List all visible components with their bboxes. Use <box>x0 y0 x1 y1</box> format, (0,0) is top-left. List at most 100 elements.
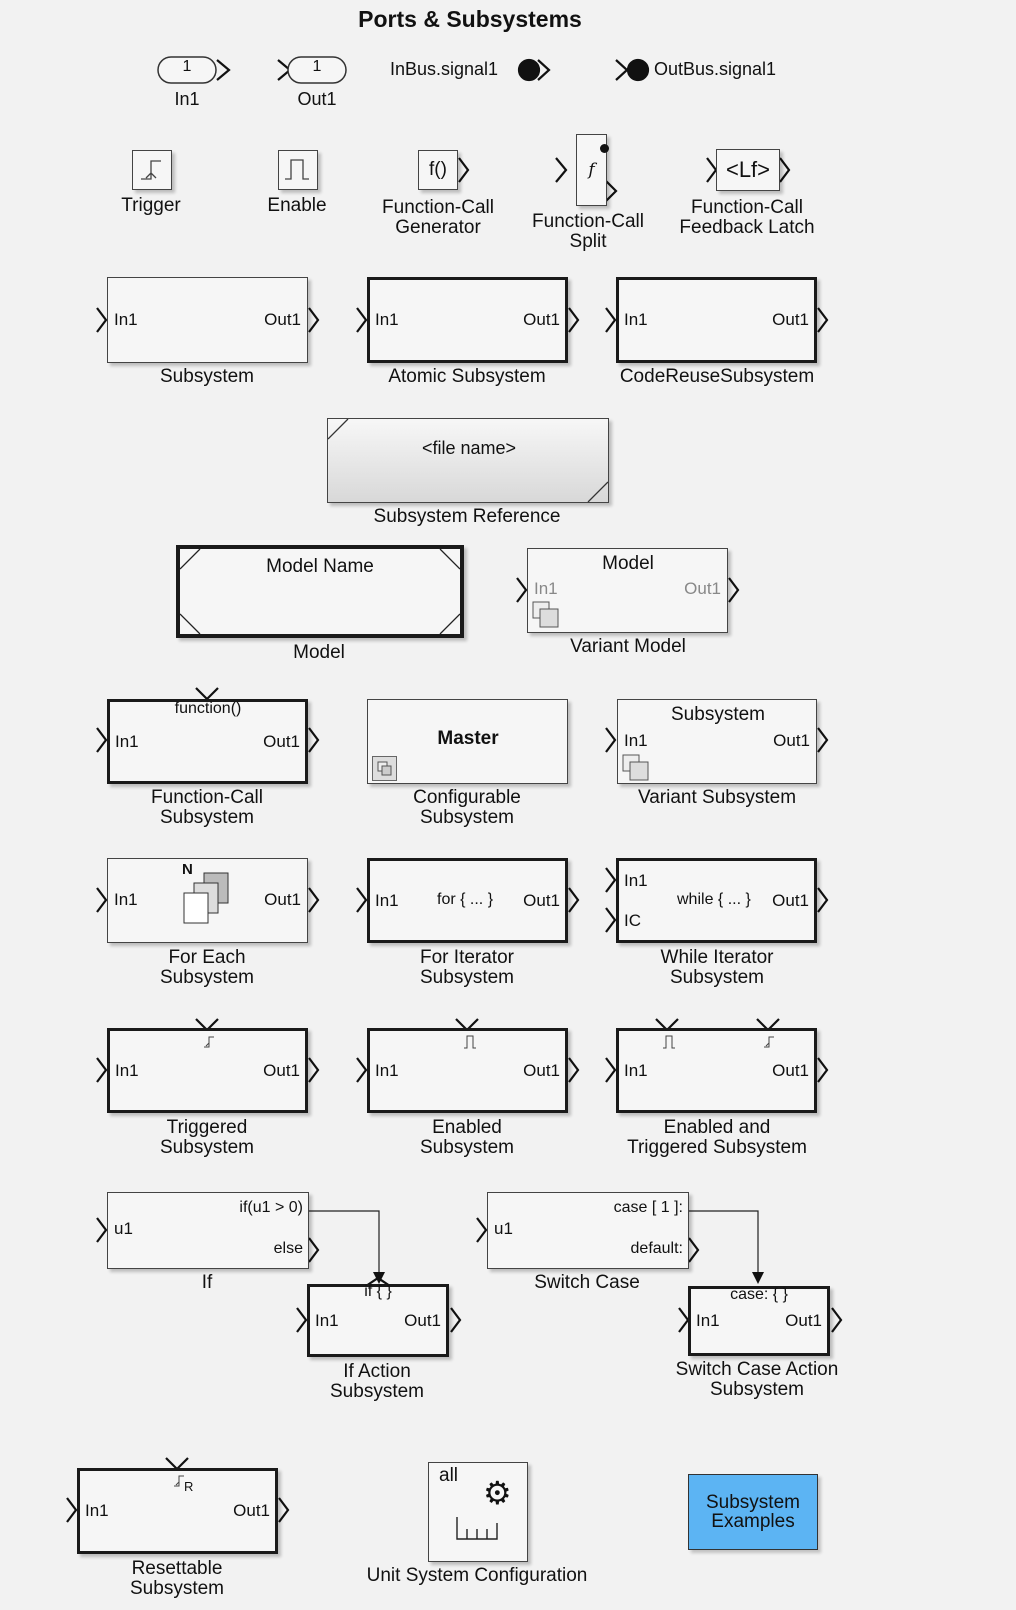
enabled-subsystem-block[interactable]: In1 Out1 <box>367 1028 568 1113</box>
trigger-label: Trigger <box>121 195 181 216</box>
in-port: In1 <box>115 1061 139 1080</box>
enabled-triggered-subsystem-block[interactable]: In1 Out1 <box>616 1028 817 1113</box>
trigger-icon <box>141 160 161 180</box>
inport-label: In1 <box>174 89 200 109</box>
inport-number: 1 <box>182 58 192 75</box>
out-port: Out1 <box>404 1311 441 1330</box>
function-call-feedback-latch-block[interactable]: <Lf> <box>716 149 780 191</box>
while-iterator-subsystem-block[interactable]: In1 IC while { ... } Out1 <box>616 858 817 943</box>
out-port: Out1 <box>772 1061 809 1080</box>
in-port: In1 <box>115 732 139 751</box>
reference-corner-icon <box>328 419 608 502</box>
model-label: Model <box>293 642 345 663</box>
subsystem-examples-button[interactable]: Subsystem Examples <box>688 1474 818 1550</box>
u1-port: u1 <box>114 1219 133 1238</box>
out-port: Out1 <box>264 310 301 329</box>
case-action-text: case: { } <box>730 1286 788 1303</box>
outport-label: Out1 <box>297 89 337 109</box>
for-loop-text: for { ... } <box>437 891 494 908</box>
model-name-text: Model Name <box>266 556 374 577</box>
configurable-icon <box>372 756 397 781</box>
bus-element-out-label: OutBus.signal1 <box>654 59 777 79</box>
subsystem-label: Subsystem <box>160 366 254 387</box>
for-iterator-subsystem-block[interactable]: In1 for { ... } Out1 <box>367 858 568 943</box>
gear-icon: ⚙ <box>483 1475 512 1511</box>
function-call-text: function() <box>174 700 242 717</box>
out-port: Out1 <box>785 1311 822 1330</box>
out-port: Out1 <box>233 1501 270 1520</box>
resettable-subsystem-block[interactable]: In1 Out1 R <box>77 1468 278 1554</box>
enabled-triggered-subsystem-label: Enabled and Triggered Subsystem <box>627 1117 807 1158</box>
split-dot-icon <box>600 144 609 153</box>
unit-system-configuration-block[interactable]: all ⚙ <box>428 1462 528 1562</box>
outport-number: 1 <box>312 58 322 75</box>
trigger-icon <box>764 1036 774 1048</box>
subsystem-block[interactable]: In1 Out1 <box>107 277 308 363</box>
out-port: Out1 <box>523 1061 560 1080</box>
reset-r: R <box>184 1479 194 1494</box>
if-block[interactable]: u1 if(u1 > 0) else <box>107 1192 309 1269</box>
configurable-subsystem-block[interactable]: Master <box>367 699 568 784</box>
master-text: Master <box>437 728 499 749</box>
enable-block[interactable] <box>278 150 318 190</box>
variant-model-label: Variant Model <box>570 636 686 657</box>
latch-glyph: <Lf> <box>725 157 771 182</box>
variant-model-block[interactable]: Model In1 Out1 <box>527 548 728 633</box>
switch-case-action-subsystem-block[interactable]: case: { } In1 Out1 <box>688 1286 830 1356</box>
enable-icon <box>663 1035 675 1049</box>
enable-icon <box>464 1035 476 1049</box>
function-call-generator-block[interactable]: f() <box>418 150 458 190</box>
enable-icon <box>285 159 309 180</box>
for-each-subsystem-label: For Each Subsystem <box>160 947 254 988</box>
function-call-generator-label: Function-Call Generator <box>382 197 494 238</box>
in-port: In1 <box>696 1311 720 1330</box>
out-port: Out1 <box>263 732 300 751</box>
in-port: In1 <box>85 1501 109 1520</box>
atomic-subsystem-label: Atomic Subsystem <box>388 366 546 387</box>
variant-subsystem-text: Subsystem <box>671 704 765 725</box>
switch-case-block[interactable]: u1 case [ 1 ]: default: <box>487 1192 689 1269</box>
u1-port: u1 <box>494 1219 513 1238</box>
switch-case-action-subsystem-label: Switch Case Action Subsystem <box>675 1359 839 1400</box>
in-port: In1 <box>624 1061 648 1080</box>
in-port: In1 <box>315 1311 339 1330</box>
file-name-text: <file name> <box>421 438 517 458</box>
fcs-glyph: f <box>588 160 595 180</box>
code-reuse-subsystem-block[interactable]: In1 Out1 <box>616 277 817 363</box>
in-port: In1 <box>375 1061 399 1080</box>
page-title: Ports & Subsystems <box>358 6 582 32</box>
subsystem-reference-block[interactable]: <file name> <box>327 418 609 503</box>
triggered-subsystem-block[interactable]: In1 Out1 <box>107 1028 308 1113</box>
bus-element-in-label: InBus.signal1 <box>390 59 499 79</box>
unit-all-text: all <box>439 1465 459 1486</box>
in-port: In1 <box>624 731 648 750</box>
while-iterator-subsystem-label: While Iterator Subsystem <box>660 947 774 988</box>
variant-icon <box>532 601 559 628</box>
if-action-subsystem-label: If Action Subsystem <box>330 1361 424 1402</box>
variant-subsystem-block[interactable]: Subsystem In1 Out1 <box>617 699 817 784</box>
for-iterator-subsystem-label: For Iterator Subsystem <box>420 947 514 988</box>
out-port: Out1 <box>263 1061 300 1080</box>
variant-model-text: Model <box>602 553 654 574</box>
trigger-block[interactable] <box>132 150 172 190</box>
function-call-subsystem-label: Function-Call Subsystem <box>151 787 263 828</box>
function-call-split-label: Function-Call Split <box>532 211 644 252</box>
code-reuse-subsystem-label: CodeReuseSubsystem <box>619 366 815 387</box>
for-each-n: N <box>182 861 193 878</box>
in-port: In1 <box>114 890 138 909</box>
model-block[interactable]: Model Name <box>176 545 464 638</box>
examples-line2: Examples <box>711 1511 795 1532</box>
atomic-subsystem-block[interactable]: In1 Out1 <box>367 277 568 363</box>
variant-subsystem-label: Variant Subsystem <box>637 787 797 808</box>
enable-label: Enable <box>267 195 327 216</box>
examples-line1: Subsystem <box>706 1492 800 1513</box>
for-each-subsystem-block[interactable]: In1 Out1 N <box>107 858 308 943</box>
out-port: Out1 <box>684 579 721 598</box>
function-call-subsystem-block[interactable]: function() In1 Out1 <box>107 699 308 784</box>
if-condition-port: if(u1 > 0) <box>239 1199 303 1216</box>
in-port: In1 <box>375 891 399 910</box>
if-action-text: if { } <box>364 1283 392 1300</box>
ic-port: IC <box>624 911 641 930</box>
out-port: Out1 <box>772 891 809 910</box>
if-action-subsystem-block[interactable]: if { } In1 Out1 <box>307 1283 449 1357</box>
